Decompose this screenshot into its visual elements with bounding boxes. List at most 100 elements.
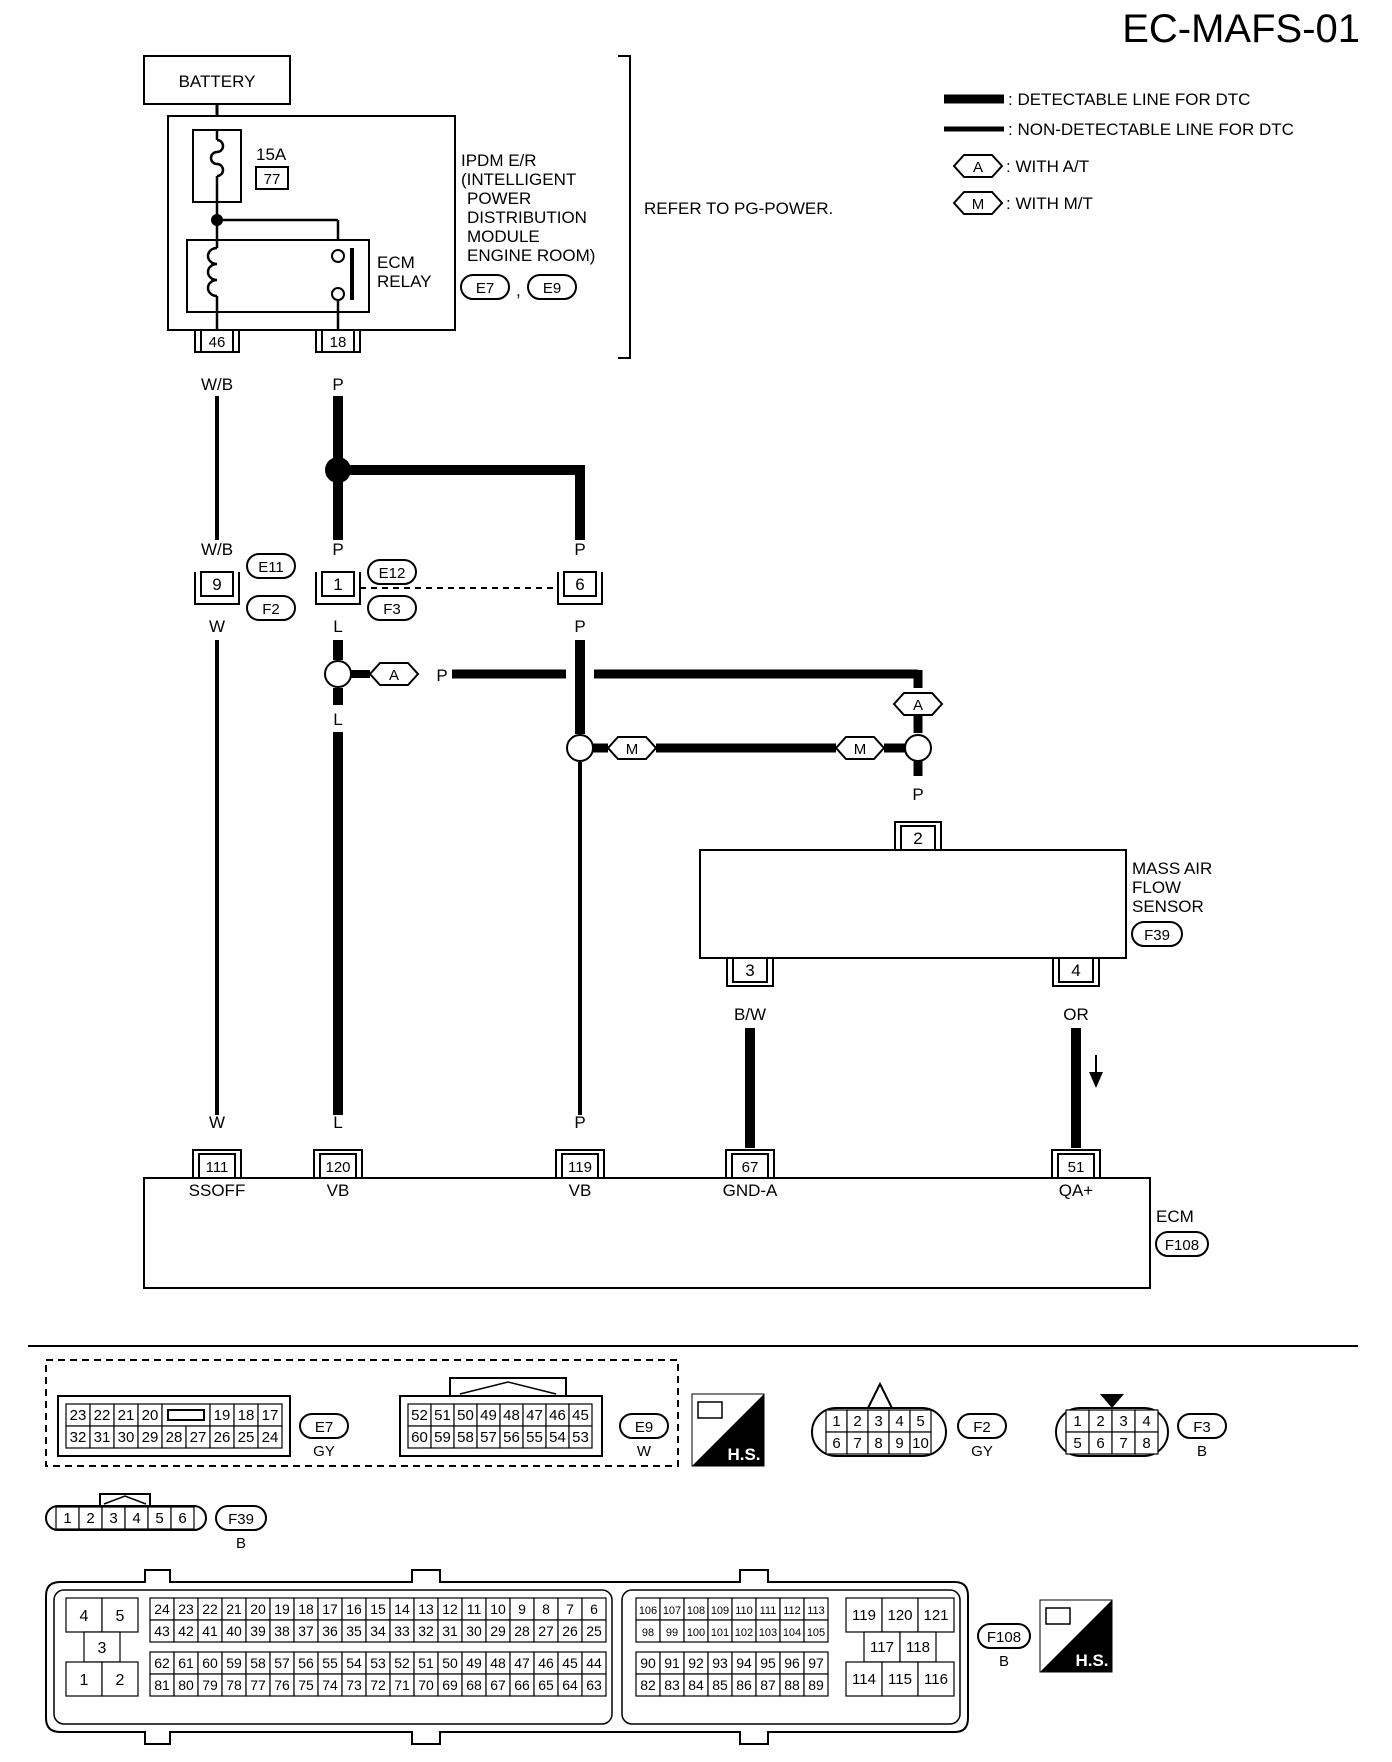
f108-pin: 84 xyxy=(688,1677,704,1693)
wire-label-p: P xyxy=(332,375,343,394)
e9-pin: 54 xyxy=(549,1429,566,1446)
e7-pin: 22 xyxy=(94,1407,111,1424)
ecm-pin-111-label: 111 xyxy=(206,1159,229,1176)
ecm-terminal-gnd-a: GND-A xyxy=(723,1181,778,1200)
f2-pin: 2 xyxy=(853,1413,861,1430)
f108-color: B xyxy=(999,1653,1009,1670)
f108-pin: 37 xyxy=(298,1623,314,1639)
ipdm-label-2: (INTELLIGENT xyxy=(461,170,576,189)
ecm-relay-label-2: RELAY xyxy=(377,272,432,291)
f108-pin: 7 xyxy=(566,1601,574,1617)
e9-pin: 45 xyxy=(572,1407,589,1424)
f2-pin: 5 xyxy=(916,1413,924,1430)
f108-pin: 67 xyxy=(490,1677,506,1693)
option-node-mt xyxy=(566,734,594,762)
ipdm-label-5: MODULE xyxy=(467,227,540,246)
f108-pin: 18 xyxy=(298,1601,314,1617)
f3-pin: 2 xyxy=(1096,1413,1104,1430)
e9-pin: 49 xyxy=(480,1407,497,1424)
ecm-pin-51-label: 51 xyxy=(1068,1159,1085,1176)
wire-label-l-3: L xyxy=(333,1113,342,1132)
refer-text: REFER TO PG-POWER. xyxy=(644,199,833,218)
ecm-pin-67-label: 67 xyxy=(742,1159,759,1176)
f108-pin: 110 xyxy=(735,1605,753,1617)
f39-color: B xyxy=(236,1535,246,1552)
ecm-pin-119 xyxy=(561,1153,599,1179)
f3-color: B xyxy=(1197,1443,1207,1460)
e9-pin: 56 xyxy=(503,1429,520,1446)
f108-pin: 74 xyxy=(322,1677,338,1693)
at-option-tag-2 xyxy=(892,692,944,716)
pin-18-label: 18 xyxy=(330,334,347,351)
f108-cell xyxy=(581,1673,607,1697)
f2-color: GY xyxy=(971,1443,993,1460)
ipdm-label-6: ENGINE ROOM) xyxy=(467,246,595,265)
maf-label-3: SENSOR xyxy=(1132,897,1204,916)
f39-name: F39 xyxy=(228,1511,254,1528)
f39-pin: 1 xyxy=(63,1510,71,1527)
f108-pin: 24 xyxy=(154,1601,170,1617)
conn-e12-tag xyxy=(367,559,417,585)
e7-pin: 19 xyxy=(214,1407,231,1424)
f108-pin: 29 xyxy=(490,1623,506,1639)
hs-label: H.S. xyxy=(727,1445,760,1464)
e7-color: GY xyxy=(313,1443,335,1460)
f108-pin: 105 xyxy=(807,1627,825,1639)
conn-e9-tag xyxy=(527,274,577,300)
wire-p-branch xyxy=(338,465,585,540)
e9-pin: 53 xyxy=(572,1429,589,1446)
ecm-terminal-qa: QA+ xyxy=(1059,1181,1094,1200)
f108-cell xyxy=(845,1661,883,1697)
f108-pin: 4 xyxy=(80,1608,89,1625)
f108-pin: 119 xyxy=(852,1607,876,1624)
f108-cell xyxy=(881,1661,919,1697)
wire-label-w: W xyxy=(209,617,225,636)
wire-label-w-2: W xyxy=(209,1113,225,1132)
f2-name: F2 xyxy=(973,1419,991,1436)
f108-pin: 102 xyxy=(735,1627,753,1639)
f108-pin: 95 xyxy=(760,1655,776,1671)
f108-pin: 97 xyxy=(808,1655,824,1671)
f108-pin: 53 xyxy=(370,1655,386,1671)
e7-pin: 26 xyxy=(214,1429,231,1446)
f108-pin: 87 xyxy=(760,1677,776,1693)
f3-pin: 6 xyxy=(1096,1435,1104,1452)
f108-pin: 120 xyxy=(887,1607,912,1624)
maf-pin-4-label: 4 xyxy=(1071,961,1080,980)
e7-pin: 20 xyxy=(142,1407,159,1424)
wire-label-or: OR xyxy=(1063,1005,1089,1024)
f108-pin: 106 xyxy=(639,1605,657,1617)
f108-pin: 64 xyxy=(562,1677,578,1693)
f3-pin: 1 xyxy=(1073,1413,1081,1430)
fuse-icon xyxy=(209,130,225,202)
f2-pin: 6 xyxy=(832,1435,840,1452)
ecm-pin-111 xyxy=(198,1153,236,1179)
f2-cell xyxy=(909,1431,932,1455)
ipdm-label-4: DISTRIBUTION xyxy=(467,208,587,227)
maf-conn: F39 xyxy=(1144,927,1170,944)
f2-pin: 4 xyxy=(895,1413,903,1430)
fuse-number: 77 xyxy=(264,171,281,188)
f108-pin: 113 xyxy=(807,1605,825,1617)
mt-option-label: M xyxy=(626,741,639,758)
at-option-label: A xyxy=(389,667,399,684)
maf-pin-3 xyxy=(732,957,768,983)
ecm: ECM F108 111 SSOFF 120 VB 119 VB 67 GND-… xyxy=(143,1149,1209,1289)
conn-f108-tag xyxy=(1155,1231,1209,1257)
f39-pin: 3 xyxy=(109,1510,117,1527)
pin-46 xyxy=(200,329,234,353)
f108-pin: 111 xyxy=(760,1605,777,1617)
f108-pin: 35 xyxy=(346,1623,362,1639)
e7-pin: 18 xyxy=(238,1407,255,1424)
maf-label-2: FLOW xyxy=(1132,878,1181,897)
signal-arrow-head xyxy=(1089,1072,1103,1088)
wire-label-wb-2: W/B xyxy=(201,540,233,559)
f108-pin: 31 xyxy=(442,1623,458,1639)
f3-name: F3 xyxy=(1193,1419,1211,1436)
f108-pin: 117 xyxy=(870,1639,894,1656)
e7-pin: 21 xyxy=(118,1407,135,1424)
relay-contact-bottom xyxy=(331,287,345,301)
